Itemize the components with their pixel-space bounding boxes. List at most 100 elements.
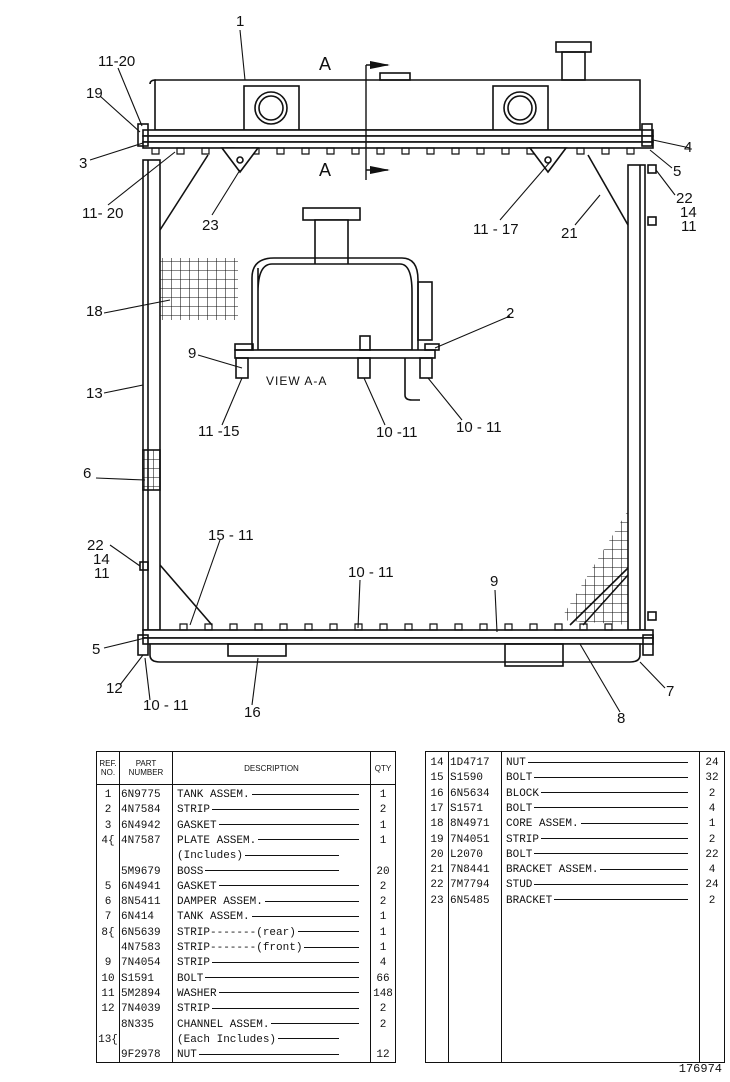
callout-9-view: 9 [188, 345, 196, 362]
header-description: DESCRIPTION [173, 752, 370, 785]
callout-16: 16 [244, 704, 261, 721]
ref-cell: 8{ [101, 926, 115, 939]
leader-dashes [600, 868, 689, 870]
bracket-left [220, 147, 260, 174]
leader-dashes [251, 793, 360, 795]
qty-cell: 2 [379, 896, 387, 909]
description-cell: BRACKET [506, 894, 696, 909]
leader-dashes [580, 822, 689, 824]
part-number-cell: 6N9775 [121, 789, 161, 801]
leader-dashes [534, 807, 688, 809]
leader-dashes [218, 885, 359, 887]
callout-10-11-low: 10 - 11 [143, 697, 189, 714]
description-cell: BOLT [506, 771, 696, 786]
callout-10-11-view: 10 -11 [376, 424, 417, 441]
qty-cell: 66 [376, 972, 390, 985]
section-arrow-top-icon [370, 61, 390, 69]
description-cell: GASKET [177, 880, 367, 895]
callout-23: 23 [202, 217, 219, 234]
callout-10-11-view-right: 10 - 11 [456, 419, 502, 436]
qty-cell: 4 [708, 802, 716, 815]
callout-5-bottom: 5 [92, 641, 100, 658]
header-part-number: PART NUMBER [120, 752, 172, 785]
ref-cell: 14 [430, 757, 444, 769]
core-mesh-bottom-right [560, 510, 628, 625]
part-number-cell: 5M2894 [121, 987, 161, 1000]
qty-cell: 4 [708, 864, 716, 877]
core-mesh-top-left [160, 258, 238, 320]
part-number-cell: 6N5485 [450, 894, 490, 907]
callout-14-top: 14 [680, 204, 697, 221]
ref-cell: 9 [104, 957, 112, 970]
description-cell: STRIP [177, 1002, 367, 1017]
qty-cell: 1 [708, 818, 716, 831]
part-number-cell: 8N335 [121, 1018, 155, 1031]
qty-cell: 1 [379, 942, 387, 954]
ref-cell: 15 [430, 772, 444, 785]
part-number-cell: 7N4039 [121, 1003, 161, 1016]
top-tank [137, 41, 654, 149]
qty-cell: 1 [379, 911, 387, 924]
callout-7: 7 [666, 683, 674, 700]
callout-21: 21 [561, 225, 578, 242]
callout-15-11: 15 - 11 [208, 527, 254, 544]
qty-cell: 2 [708, 833, 716, 846]
ref-cell: 6 [104, 896, 112, 909]
section-label-top: A [319, 54, 331, 74]
radiator-exploded-diagram: A A VIEW A-A 1 11-20 19 3 11- 20 23 4 5 … [79, 13, 697, 727]
leader-dashes [218, 992, 359, 994]
part-number-cell: 9F2978 [121, 1049, 161, 1062]
qty-cell: 2 [708, 787, 716, 800]
leader-dashes [212, 961, 360, 963]
callout-2: 2 [506, 305, 514, 322]
qty-cell: 1 [379, 789, 387, 801]
part-number-cell: S1590 [450, 772, 484, 785]
callout-9-bottom: 9 [490, 573, 498, 590]
ref-cell: 5 [104, 880, 112, 893]
leader-dashes [278, 1038, 340, 1040]
ref-cell: 3 [104, 819, 112, 832]
qty-cell: 2 [379, 880, 387, 893]
callout-22-bottom: 22 [87, 537, 104, 554]
qty-cell: 2 [708, 894, 716, 907]
qty-cell: 20 [376, 865, 390, 878]
description-cell: DAMPER ASSEM. [177, 895, 367, 910]
leader-dashes [271, 1023, 360, 1025]
ref-cell: 22 [430, 879, 444, 892]
callout-11-20-left: 11- 20 [82, 205, 123, 222]
callout-11-20-top: 11-20 [98, 53, 135, 70]
part-number-cell: 7M7794 [450, 879, 490, 892]
description-cell: PLATE ASSEM. [177, 834, 367, 849]
leader-dashes [198, 1053, 340, 1055]
callout-10-11-bottom: 10 - 11 [348, 564, 394, 581]
part-number-cell: 4N7583 [121, 942, 161, 954]
part-number-cell: 4N7584 [121, 804, 161, 817]
leader-dashes [304, 946, 360, 948]
part-number-cell: 6N4941 [121, 880, 161, 893]
callout-13: 13 [86, 385, 103, 402]
callout-11-bottom: 11 [94, 565, 110, 582]
description-cell: TANK ASSEM. [177, 788, 367, 803]
leader-lines [89, 29, 691, 713]
leader-dashes [258, 839, 360, 841]
ref-cell: 18 [430, 818, 444, 831]
ref-cell: 11 [101, 987, 115, 1000]
leader-dashes [251, 915, 360, 917]
part-number-cell: 6N5634 [450, 787, 490, 800]
description-cell: CHANNEL ASSEM. [177, 1018, 367, 1033]
leader-dashes [245, 854, 340, 856]
ref-cell: 17 [430, 802, 444, 815]
leader-dashes [264, 900, 360, 902]
view-label: VIEW A-A [266, 374, 327, 388]
